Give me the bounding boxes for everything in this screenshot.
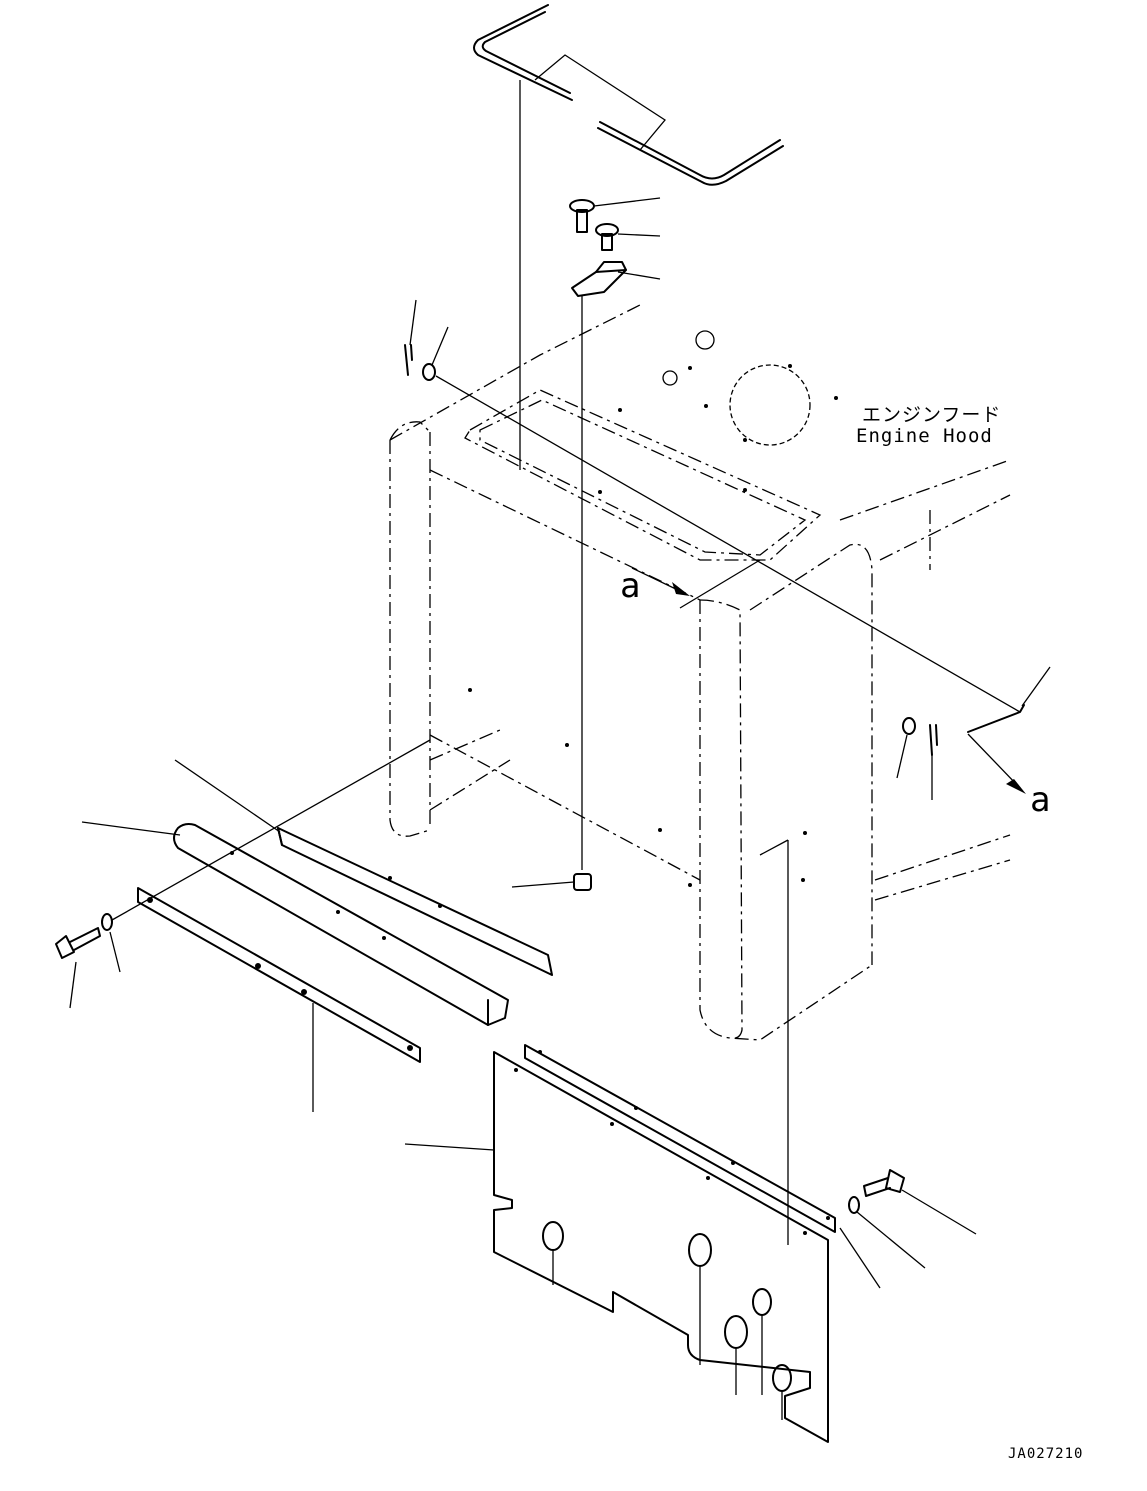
- upper-angle-strip: [174, 759, 553, 976]
- view-mark-upper: a: [620, 566, 641, 606]
- view-mark-right: a: [1030, 780, 1051, 820]
- washer-left-top: [422, 326, 449, 381]
- latch-clip: [571, 261, 661, 297]
- hex-nut: [511, 873, 592, 891]
- engine-hood-outline: [389, 304, 1011, 1041]
- drawing-code: JA027210: [1008, 1446, 1084, 1462]
- flat-strip-right: [524, 1044, 836, 1233]
- washer-left-bottom: [101, 913, 121, 973]
- top-seal-strip: [473, 4, 784, 186]
- support-rod: [967, 666, 1051, 794]
- latch-bolt-upper: [569, 197, 661, 233]
- latch-bolt-lower: [595, 223, 661, 251]
- engine-hood-label-en: Engine Hood: [856, 425, 993, 447]
- section-arrow-upper: [631, 559, 761, 609]
- washer-right-bottom: [848, 1196, 926, 1269]
- bolt-right: [863, 1169, 977, 1235]
- under-cover-panel: [404, 1051, 829, 1443]
- cotter-pin-left: [404, 299, 417, 376]
- washer-right: [896, 717, 916, 779]
- engine-hood-label-jp: エンジンフード: [862, 404, 1002, 426]
- cotter-pin-right: [929, 724, 938, 800]
- foam-seal: [81, 821, 509, 1026]
- flat-strip-left: [137, 887, 421, 1112]
- bolt-left: [55, 927, 101, 1009]
